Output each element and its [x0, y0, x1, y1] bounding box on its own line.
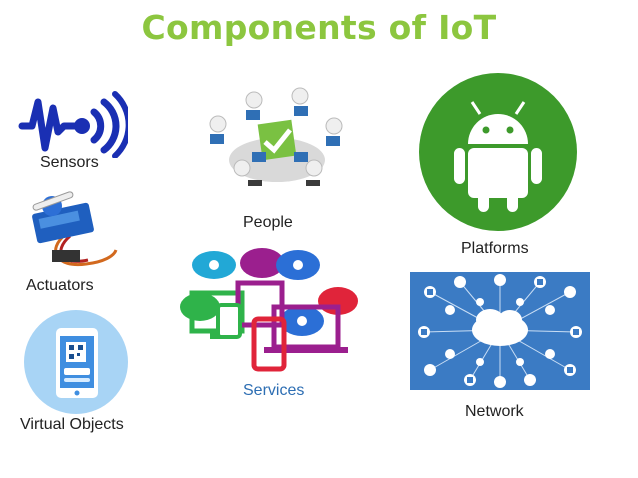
android-icon: [419, 73, 577, 231]
page-title: Components of IoT: [141, 8, 497, 47]
people-network-icon: [209, 87, 343, 186]
network-label: Network: [465, 403, 524, 420]
servo-motor-icon: [32, 191, 118, 267]
sensor-wave-icon: [18, 91, 128, 158]
services-label: Services: [243, 382, 305, 399]
virtual-objects-label: Virtual Objects: [20, 416, 124, 433]
actuators-label: Actuators: [26, 277, 94, 294]
platforms-label: Platforms: [461, 240, 529, 257]
sensors-label: Sensors: [40, 154, 99, 171]
people-label: People: [243, 214, 293, 231]
phone-qr-icon: [24, 310, 128, 414]
cloud-devices-icon: [180, 248, 358, 372]
network-cloud-icon: [410, 272, 590, 390]
